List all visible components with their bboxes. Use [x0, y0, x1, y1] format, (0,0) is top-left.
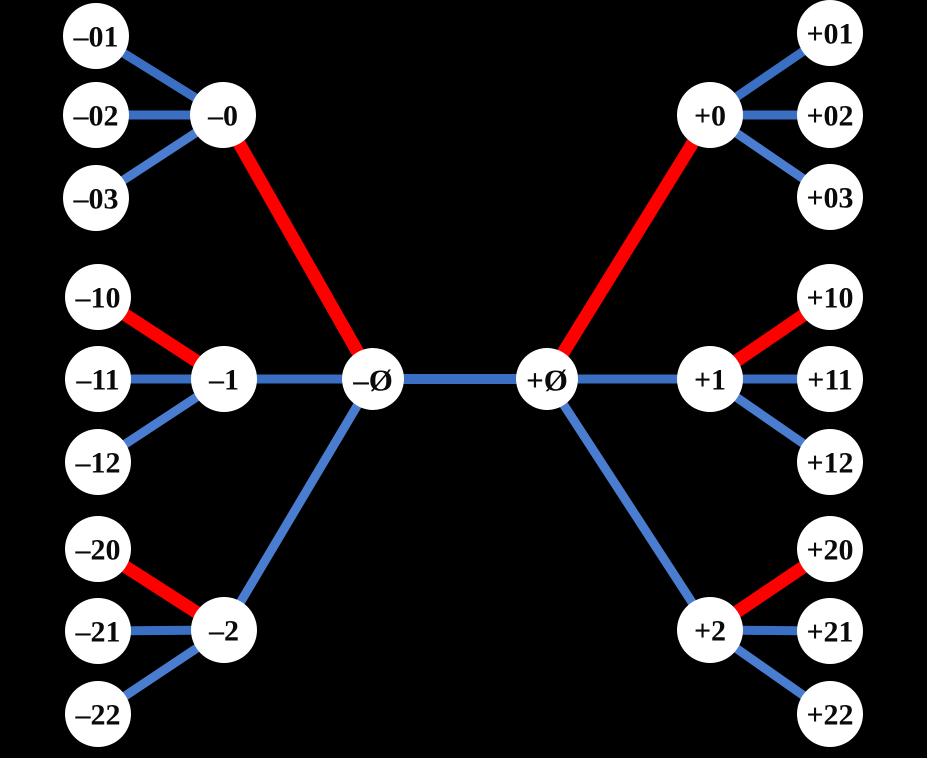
- node-label-n-03: –03: [73, 183, 119, 216]
- node-p-2[interactable]: +2: [677, 597, 743, 663]
- node-circle-p-02[interactable]: [797, 82, 863, 148]
- node-circle-n-12[interactable]: [65, 429, 131, 495]
- node-n-11[interactable]: –11: [65, 346, 131, 412]
- node-circle-n-03[interactable]: [63, 165, 129, 231]
- node-label-n-root: –Ø: [352, 363, 393, 398]
- node-p-root[interactable]: +Ø: [516, 348, 578, 410]
- node-circle-n-0[interactable]: [190, 82, 256, 148]
- node-circle-n-02[interactable]: [63, 82, 129, 148]
- node-circle-n-root[interactable]: [342, 348, 404, 410]
- edge-n-01-n-0: [120, 49, 199, 102]
- node-label-p-01: +01: [806, 18, 853, 51]
- node-circle-p-21[interactable]: [797, 598, 863, 664]
- edge-p-1-p-12: [733, 393, 807, 448]
- edge-n-10-n-1: [121, 309, 201, 367]
- node-circle-p-22[interactable]: [797, 681, 863, 747]
- node-n-03[interactable]: –03: [63, 165, 129, 231]
- node-label-n-1: –1: [208, 364, 239, 397]
- node-label-n-12: –12: [75, 447, 121, 480]
- node-circle-n-22[interactable]: [65, 681, 131, 747]
- nodes-layer: –01 –02 –03 –0 –10 –11 –12 –1 –20 –21 –22 –2 –Ø +Ø +0 +…: [63, 0, 863, 747]
- node-label-p-02: +02: [806, 100, 853, 133]
- edges-layer: [120, 47, 808, 700]
- node-label-n-11: –11: [75, 364, 119, 397]
- edge-n-03-n-0: [120, 128, 199, 185]
- node-label-n-2: –2: [208, 615, 239, 648]
- node-p-12[interactable]: +12: [797, 429, 863, 495]
- node-label-n-20: –20: [75, 534, 121, 567]
- node-circle-n-21[interactable]: [65, 598, 131, 664]
- node-n-21[interactable]: –21: [65, 598, 131, 664]
- edge-p-root-p-0: [557, 138, 699, 357]
- edge-n-2-n-root: [236, 402, 362, 605]
- node-n-12[interactable]: –12: [65, 429, 131, 495]
- node-circle-p-10[interactable]: [797, 264, 863, 330]
- node-label-p-12: +12: [806, 447, 853, 480]
- node-n-20[interactable]: –20: [65, 516, 131, 582]
- node-circle-p-0[interactable]: [677, 82, 743, 148]
- node-p-1[interactable]: +1: [677, 346, 743, 412]
- node-circle-p-1[interactable]: [677, 346, 743, 412]
- edge-n-22-n-2: [122, 644, 200, 700]
- node-p-01[interactable]: +01: [797, 0, 863, 66]
- node-circle-p-20[interactable]: [797, 516, 863, 582]
- node-n-root[interactable]: –Ø: [342, 348, 404, 410]
- edge-n-12-n-1: [122, 392, 200, 449]
- node-n-22[interactable]: –22: [65, 681, 131, 747]
- node-circle-p-01[interactable]: [797, 0, 863, 66]
- edge-p-0-p-03: [733, 129, 807, 183]
- node-label-p-11: +11: [807, 364, 852, 397]
- node-label-n-10: –10: [75, 282, 121, 315]
- node-n-10[interactable]: –10: [65, 264, 131, 330]
- edge-n-20-n-2: [121, 560, 201, 619]
- node-circle-n-11[interactable]: [65, 346, 131, 412]
- node-circle-p-11[interactable]: [797, 346, 863, 412]
- node-label-n-22: –22: [75, 699, 121, 732]
- node-circle-n-20[interactable]: [65, 516, 131, 582]
- node-label-p-2: +2: [694, 615, 726, 648]
- node-n-02[interactable]: –02: [63, 82, 129, 148]
- node-label-p-root: +Ø: [526, 363, 568, 398]
- edge-p-0-p-01: [733, 47, 807, 101]
- node-label-p-0: +0: [694, 100, 726, 133]
- edge-p-1-p-10: [732, 309, 808, 367]
- edge-n-0-n-root: [233, 139, 364, 357]
- node-label-n-21: –21: [75, 616, 121, 649]
- node-circle-n-01[interactable]: [63, 3, 129, 69]
- node-label-p-22: +22: [806, 699, 853, 732]
- node-p-0[interactable]: +0: [677, 82, 743, 148]
- edge-p-2-p-20: [732, 561, 808, 618]
- node-circle-p-2[interactable]: [677, 597, 743, 663]
- node-p-02[interactable]: +02: [797, 82, 863, 148]
- node-p-22[interactable]: +22: [797, 681, 863, 747]
- node-p-11[interactable]: +11: [797, 346, 863, 412]
- node-label-p-20: +20: [806, 534, 853, 567]
- node-label-p-03: +03: [806, 182, 853, 215]
- node-circle-p-03[interactable]: [797, 164, 863, 230]
- node-circle-p-root[interactable]: [516, 348, 578, 410]
- node-label-n-01: –01: [73, 21, 119, 54]
- node-n-01[interactable]: –01: [63, 3, 129, 69]
- node-n-2[interactable]: –2: [191, 597, 257, 663]
- node-p-20[interactable]: +20: [797, 516, 863, 582]
- node-p-21[interactable]: +21: [797, 598, 863, 664]
- edge-p-2-p-22: [733, 644, 807, 700]
- node-label-n-02: –02: [73, 100, 119, 133]
- node-circle-n-2[interactable]: [191, 597, 257, 663]
- node-label-p-10: +10: [806, 282, 853, 315]
- node-n-1[interactable]: –1: [191, 346, 257, 412]
- node-label-p-1: +1: [694, 364, 726, 397]
- node-label-n-0: –0: [207, 100, 238, 133]
- node-circle-p-12[interactable]: [797, 429, 863, 495]
- node-circle-n-1[interactable]: [191, 346, 257, 412]
- node-label-p-21: +21: [806, 616, 853, 649]
- node-n-0[interactable]: –0: [190, 82, 256, 148]
- node-p-10[interactable]: +10: [797, 264, 863, 330]
- node-p-03[interactable]: +03: [797, 164, 863, 230]
- node-circle-n-10[interactable]: [65, 264, 131, 330]
- edge-p-root-p-2: [559, 401, 697, 606]
